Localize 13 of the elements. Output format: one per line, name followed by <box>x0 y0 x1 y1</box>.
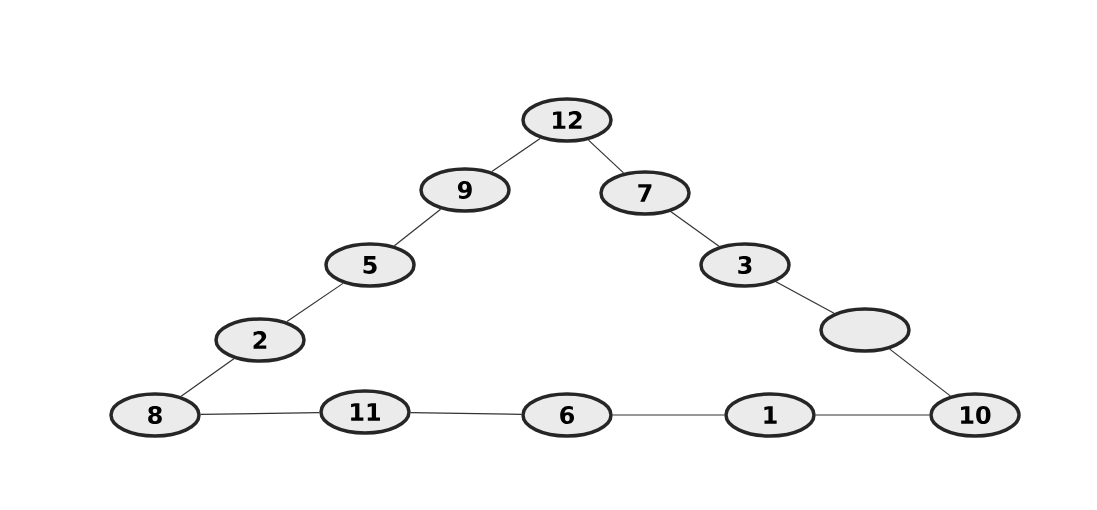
empty-ellipse <box>819 307 911 353</box>
connector-line <box>410 412 522 415</box>
connector-line <box>286 282 344 323</box>
connector-line <box>815 414 930 416</box>
connector-line <box>393 208 442 247</box>
connector-line <box>200 412 320 415</box>
connector-line <box>491 137 541 173</box>
connector-line <box>670 211 720 247</box>
connector-line <box>889 348 951 397</box>
connector-line <box>180 358 235 397</box>
connector-line <box>587 139 625 174</box>
connector-line <box>612 414 725 416</box>
connector-line <box>775 281 835 314</box>
